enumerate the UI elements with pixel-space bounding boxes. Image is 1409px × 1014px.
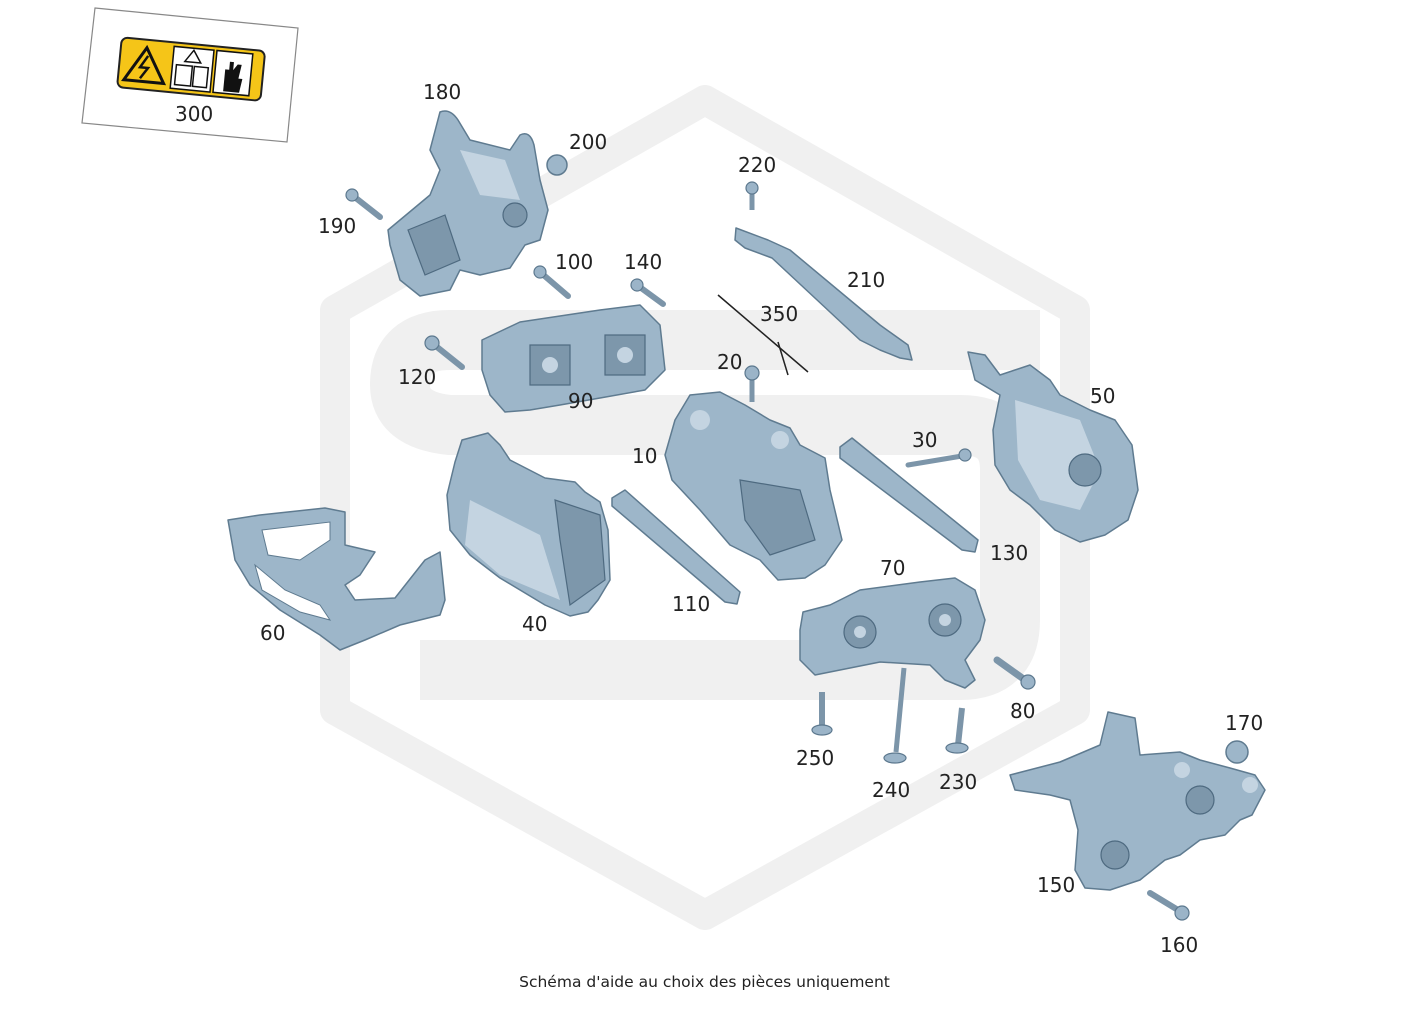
part-110-rod[interactable]: 110 <box>611 489 741 616</box>
part-80-bolt[interactable]: 80 <box>993 656 1036 723</box>
part-label-10: 10 <box>632 444 657 468</box>
part-label-90: 90 <box>568 389 593 413</box>
part-190-bolt[interactable]: 190 <box>318 188 383 238</box>
part-40-electric-motor[interactable]: 40 <box>446 432 611 636</box>
do-not-touch-icon <box>212 49 254 97</box>
part-130-rod[interactable]: 130 <box>839 437 1028 565</box>
part-140-bolt[interactable]: 140 <box>624 250 666 307</box>
part-60-frame[interactable]: 60 <box>227 507 446 651</box>
part-label-200: 200 <box>569 130 607 154</box>
part-120-bolt[interactable]: 120 <box>398 335 465 389</box>
part-20-bolt[interactable]: 20 <box>717 350 760 402</box>
part-label-190: 190 <box>318 214 356 238</box>
part-label-140: 140 <box>624 250 662 274</box>
part-label-160: 160 <box>1160 933 1198 957</box>
part-200-nut[interactable]: 200 <box>546 130 607 176</box>
part-240-bolt[interactable]: 240 <box>872 667 910 802</box>
part-90-mount[interactable]: 90 <box>481 304 666 413</box>
part-70-mount[interactable]: 70 <box>799 556 986 689</box>
high-voltage-warning-icon <box>121 44 167 86</box>
part-50-housing[interactable]: 50 <box>967 351 1139 543</box>
part-label-40: 40 <box>522 612 547 636</box>
watermark-logo <box>320 85 1090 930</box>
part-label-250: 250 <box>796 746 834 770</box>
part-160-bolt[interactable]: 160 <box>1147 890 1198 957</box>
part-label-180: 180 <box>423 80 461 104</box>
read-manual-icon <box>169 45 215 93</box>
part-label-110: 110 <box>672 592 710 616</box>
part-label-120: 120 <box>398 365 436 389</box>
part-label-240: 240 <box>872 778 910 802</box>
part-220-bolt[interactable]: 220 <box>738 153 776 210</box>
part-label-170: 170 <box>1225 711 1263 735</box>
warning-sticker-300[interactable]: 300 <box>81 7 299 143</box>
part-170-nut[interactable]: 170 <box>1225 711 1263 764</box>
part-100-bolt[interactable]: 100 <box>533 250 593 299</box>
part-label-50: 50 <box>1090 384 1115 408</box>
part-label-220: 220 <box>738 153 776 177</box>
part-label-130: 130 <box>990 541 1028 565</box>
part-label-60: 60 <box>260 621 285 645</box>
part-350-cable-tie[interactable]: 350 <box>717 294 809 376</box>
part-label-20: 20 <box>717 350 742 374</box>
part-label-80: 80 <box>1010 699 1035 723</box>
part-label-150: 150 <box>1037 873 1075 897</box>
part-30-bolt[interactable]: 30 <box>905 428 972 468</box>
part-230-bolt[interactable]: 230 <box>939 707 977 794</box>
diagram-caption: Schéma d'aide au choix des pièces unique… <box>519 973 890 991</box>
part-10-gearbox[interactable]: 10 <box>632 391 843 581</box>
part-label-70: 70 <box>880 556 905 580</box>
part-250-bolt[interactable]: 250 <box>796 692 834 770</box>
part-210-strap[interactable]: 210 <box>734 227 913 361</box>
part-180-upper-bracket[interactable]: 180 <box>387 80 549 297</box>
part-label-30: 30 <box>912 428 937 452</box>
part-label-100: 100 <box>555 250 593 274</box>
part-label-230: 230 <box>939 770 977 794</box>
part-label-300: 300 <box>175 102 213 126</box>
part-150-lower-bracket[interactable]: 150 <box>1009 711 1266 897</box>
part-label-210: 210 <box>847 268 885 292</box>
part-label-350: 350 <box>760 302 798 326</box>
